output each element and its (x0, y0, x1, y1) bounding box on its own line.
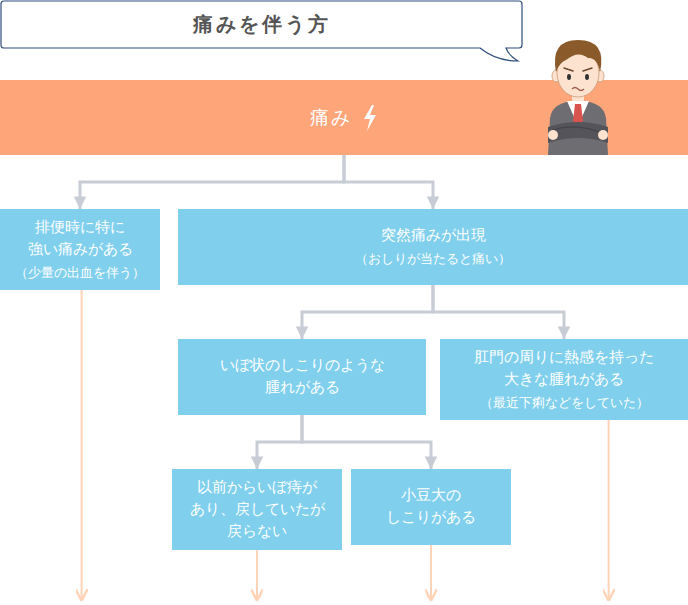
node-text: 痛みを伴う方 (193, 11, 331, 38)
node-text: 小豆大の しこりがある (361, 485, 501, 529)
hand (548, 130, 558, 140)
node-text: 痛み (310, 105, 352, 131)
hair (555, 40, 601, 72)
continue-arrow (430, 545, 432, 601)
node-text: 突然痛みが出現 (381, 225, 486, 247)
continue-arrow (256, 550, 258, 601)
eyebrow (583, 68, 592, 71)
crossed-arms (548, 122, 608, 143)
branch-connector (302, 285, 433, 339)
branch-connector (80, 155, 344, 209)
symptom-box: 肛門の周りに熱感を持った 大きな腫れがある（最近下痢などをしていた） (440, 339, 688, 420)
branch-connector (344, 155, 433, 209)
symptom-box: 以前からいぼ痔が あり、戻していたが 戻らない (172, 469, 342, 550)
branch-connector (257, 415, 302, 469)
speech-bubble: 痛みを伴う方 (1, 1, 522, 48)
node-text: 肛門の周りに熱感を持った 大きな腫れがある (450, 347, 678, 391)
symptom-box: 突然痛みが出現（おしりが当たると痛い） (178, 209, 688, 285)
note-text: （少量の出血を伴う） (15, 263, 145, 283)
lightning-icon (362, 105, 378, 131)
tie (573, 104, 583, 127)
ear (596, 70, 604, 82)
header-band: 痛み (0, 80, 688, 155)
suit (548, 100, 608, 155)
branch-connector (302, 415, 431, 469)
neck (572, 92, 584, 104)
head (557, 49, 599, 97)
arm-fold (552, 127, 604, 134)
eye (567, 74, 571, 80)
node-text: 排便時に特に 強い痛みがある (10, 217, 150, 261)
symptom-box: 排便時に特に 強い痛みがある（少量の出血を伴う） (0, 209, 160, 290)
symptom-box: 小豆大の しこりがある (351, 469, 511, 545)
symptom-box: いぼ状のしこりのような 腫れがある (178, 339, 426, 415)
continue-arrow (608, 420, 610, 601)
note-text: （おしりが当たると痛い） (355, 249, 511, 269)
eyebrow (564, 68, 573, 71)
continue-arrow (81, 290, 83, 601)
note-text: （最近下痢などをしていた） (480, 393, 649, 413)
bubble-outline-path (1, 1, 522, 61)
mouth (572, 88, 584, 91)
lightning-path (364, 105, 376, 131)
shirt (567, 101, 589, 126)
hand (598, 130, 608, 140)
eye (585, 74, 589, 80)
ear (552, 70, 560, 82)
node-text: 以前からいぼ痔が あり、戻していたが 戻らない (182, 477, 332, 542)
branch-connector (433, 285, 564, 339)
node-text: いぼ状のしこりのような 腫れがある (188, 355, 416, 399)
